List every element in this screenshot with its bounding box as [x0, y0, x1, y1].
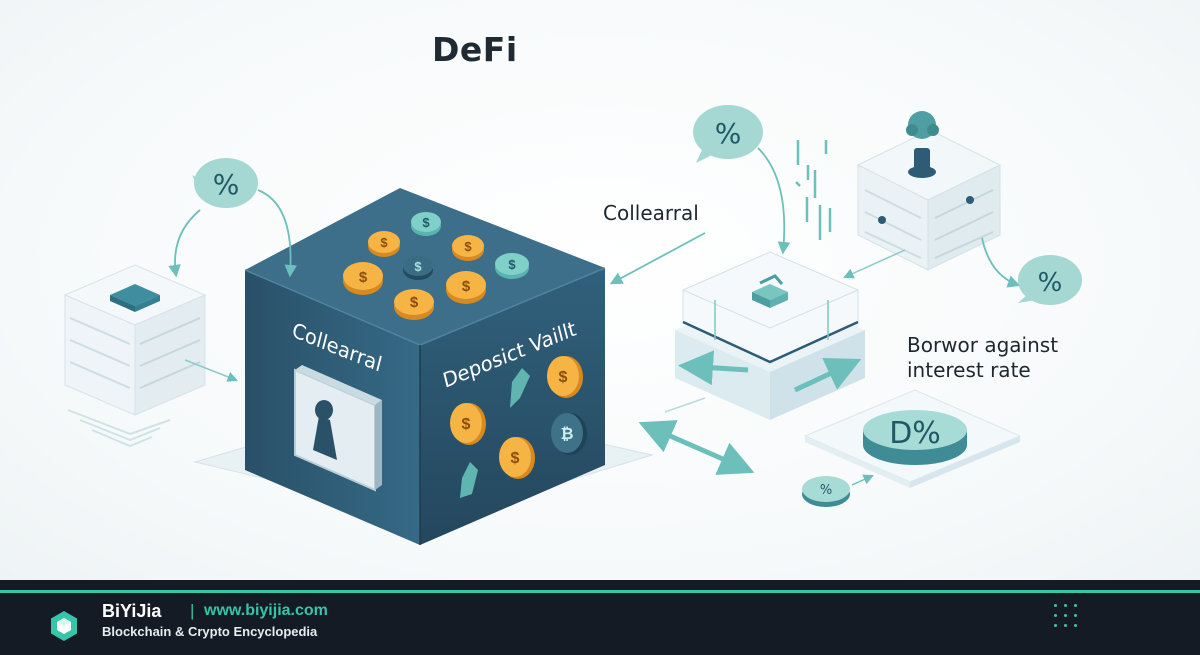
pool-label: D%	[889, 416, 941, 451]
defi-diagram: Collearral Deposict Vaillt $ $ $ $ $ $ $…	[63, 105, 1082, 545]
coin-symbol: $	[410, 294, 419, 311]
coin-gold-2: $	[452, 235, 484, 261]
borrow-label-line-1: Borwor against	[907, 333, 1059, 357]
footer-brand: BiYiJia	[102, 601, 162, 621]
borrow-label-line-2: interest rate	[907, 358, 1031, 382]
arrow-collateral-to-vault	[609, 232, 706, 285]
coin-dark-1: $	[403, 256, 433, 280]
coin-gold-1: $	[368, 231, 400, 257]
coin-symbol: $	[464, 239, 472, 254]
page-title: DeFi	[432, 30, 518, 69]
coin-symbol: $	[414, 259, 422, 274]
footer-accent-line	[0, 590, 1200, 593]
collateral-label: Collearral	[603, 201, 699, 225]
platform-center-token	[752, 274, 788, 308]
diagram-canvas: Collearral Deposict Vaillt $ $ $ $ $ $ $…	[0, 0, 1200, 580]
keyhole-icon	[313, 400, 337, 460]
small-token-glyph: %	[820, 483, 832, 498]
connector-line	[664, 397, 706, 413]
menu-grid-icon[interactable]	[1054, 604, 1080, 630]
arrow-server-to-vault	[184, 359, 238, 382]
token-shard	[460, 462, 478, 498]
market-ticker-lines	[795, 140, 832, 240]
coin-symbol: $	[462, 416, 471, 433]
left-floor-lines	[67, 409, 171, 448]
token-shard	[510, 368, 530, 408]
front-coins: $ $ $ ₿	[450, 356, 587, 498]
top-coins: $ $ $ $ $ $ $ $	[343, 212, 529, 320]
percent-glyph: %	[213, 168, 240, 201]
coin-front-1: $	[547, 356, 583, 398]
coin-front-bitcoin: ₿	[551, 413, 587, 455]
double-arrow-vault-platform	[638, 420, 755, 475]
coin-symbol: $	[380, 235, 388, 250]
right-server-block	[856, 129, 1002, 271]
borrow-label: Borwor against interest rate	[907, 333, 1107, 383]
arrow-server-to-bubble	[981, 237, 1021, 288]
coin-symbol: $	[508, 257, 516, 272]
coin-teal-1: $	[411, 212, 441, 236]
coin-symbol: $	[359, 269, 368, 286]
percent-glyph: %	[1038, 268, 1063, 298]
user-avatar-icon	[906, 111, 939, 178]
coin-gold-5: $	[394, 289, 434, 320]
footer-tagline: Blockchain & Crypto Encyclopedia	[102, 624, 318, 639]
footer-separator: |	[190, 601, 195, 620]
arrow-bubble-to-server	[168, 209, 201, 278]
coin-front-2: $	[450, 403, 486, 445]
interest-rate-badge: D%	[863, 410, 967, 465]
percent-bubble-right: %	[1018, 255, 1082, 305]
percent-glyph: %	[715, 117, 742, 150]
arrow-platform-left	[678, 350, 749, 386]
coin-teal-2: $	[495, 253, 529, 279]
footer-bar: BiYiJia | www.biyijia.com Blockchain & C…	[0, 580, 1200, 655]
percent-bubble-left: %	[192, 158, 258, 208]
arrow-token-to-pool	[851, 474, 874, 486]
coin-symbol: ₿	[560, 425, 573, 443]
small-rate-token: %	[802, 476, 850, 507]
percent-bubble-top: %	[693, 105, 763, 163]
coin-symbol: $	[511, 450, 520, 467]
coin-symbol: $	[462, 278, 471, 295]
coin-symbol: $	[422, 215, 430, 230]
footer-url-link[interactable]: www.biyijia.com	[204, 602, 328, 619]
coin-front-3: $	[499, 437, 535, 479]
arrow-platform-right	[793, 357, 862, 393]
keyhole-panel	[294, 365, 382, 492]
coin-gold-4: $	[446, 271, 486, 304]
arrow-server-to-platform	[843, 249, 906, 279]
hexagon-logo-icon	[51, 611, 77, 641]
coin-gold-3: $	[343, 262, 383, 295]
arrow-bubble-to-vault	[257, 189, 297, 278]
arrow-bubble-to-platform	[757, 147, 791, 255]
left-server-block	[63, 264, 207, 416]
coin-symbol: $	[559, 369, 568, 386]
